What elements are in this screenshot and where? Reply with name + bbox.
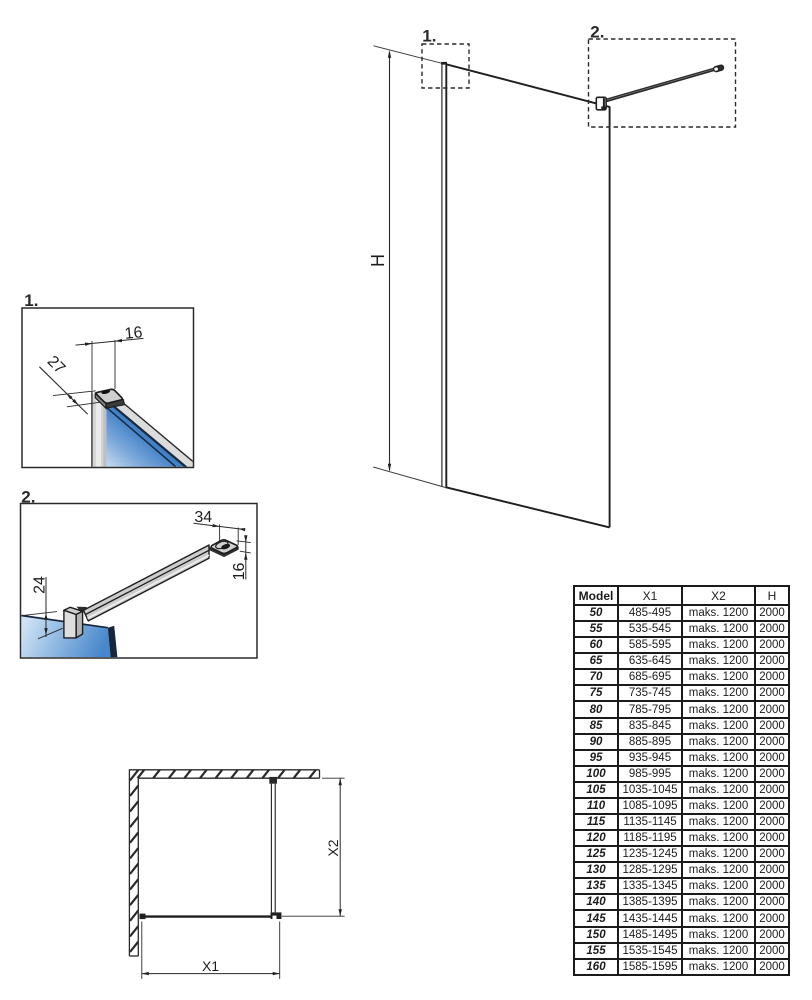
svg-text:1.: 1. <box>24 291 38 310</box>
svg-text:24: 24 <box>32 576 49 594</box>
svg-text:H: H <box>368 254 388 267</box>
svg-text:1.: 1. <box>422 27 436 46</box>
svg-text:2.: 2. <box>21 488 35 507</box>
svg-text:34: 34 <box>194 509 212 526</box>
svg-text:16: 16 <box>124 324 143 343</box>
svg-text:2.: 2. <box>590 23 604 42</box>
svg-text:X1: X1 <box>202 958 219 974</box>
svg-text:16: 16 <box>231 563 248 581</box>
svg-text:X2: X2 <box>325 839 341 856</box>
